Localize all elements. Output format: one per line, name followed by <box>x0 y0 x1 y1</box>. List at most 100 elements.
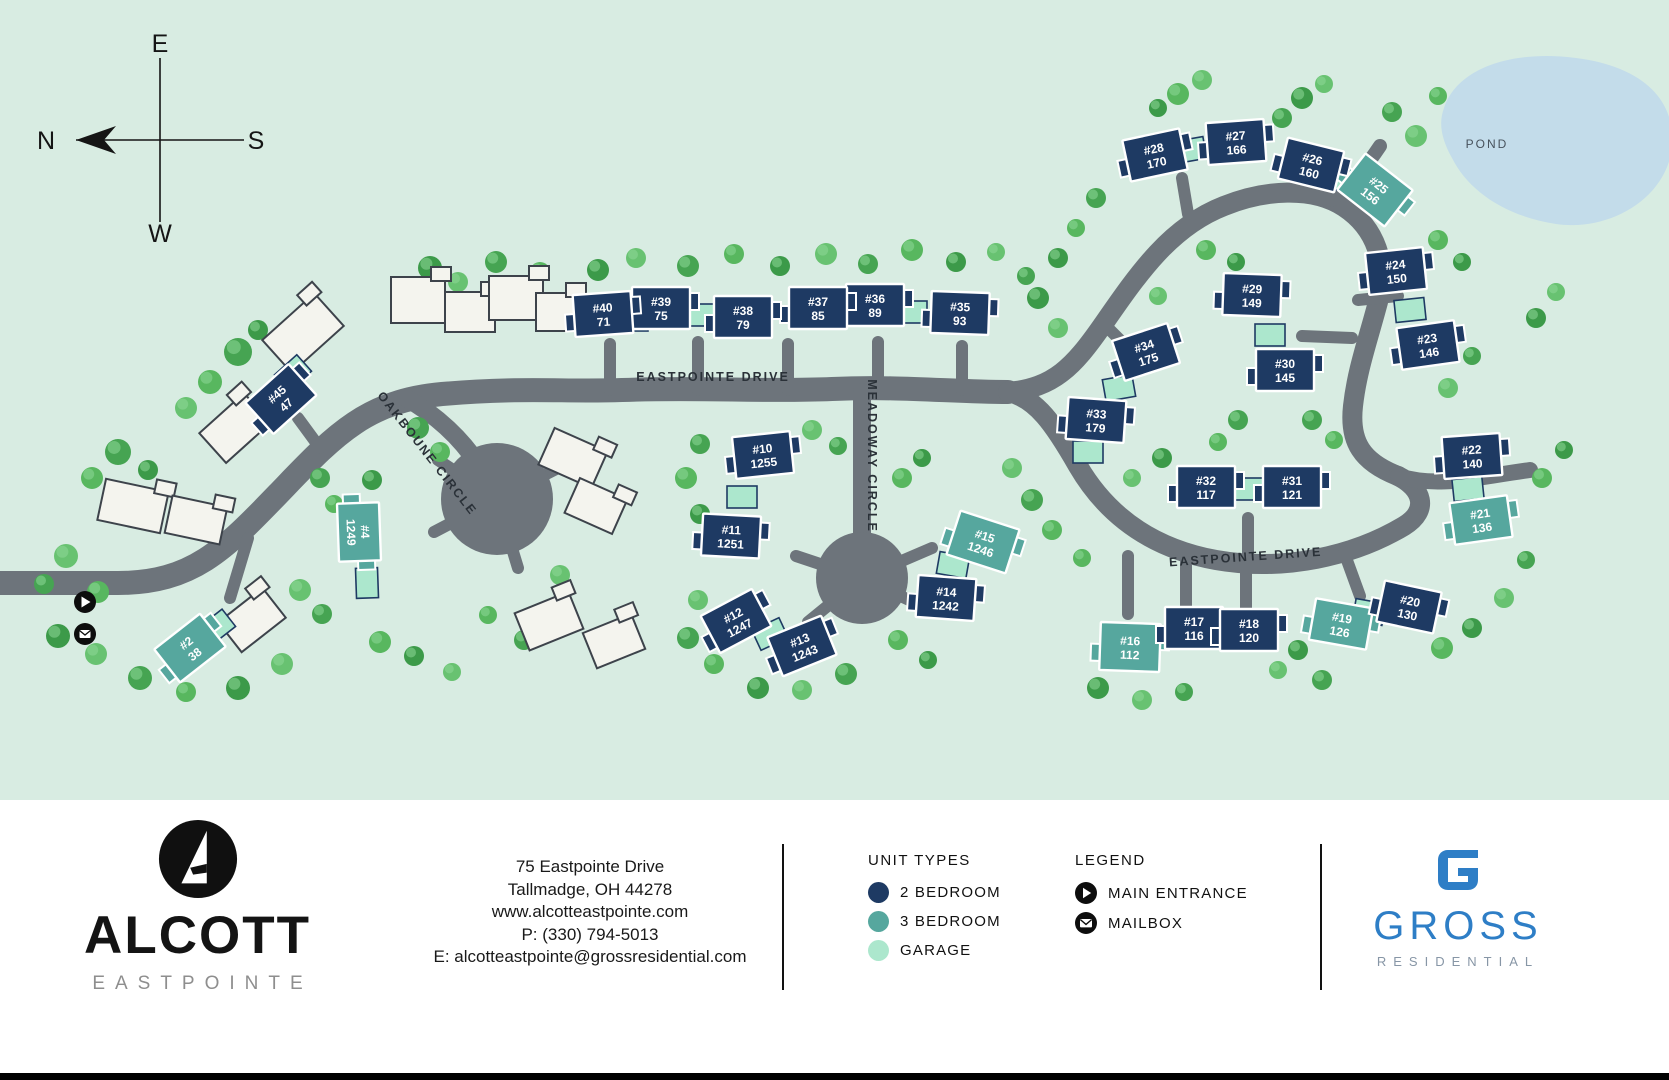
tree <box>198 370 222 394</box>
building-unit: 89 <box>868 306 882 320</box>
building-unit: 170 <box>1145 154 1168 172</box>
tree <box>1196 240 1216 260</box>
tree <box>1149 99 1167 117</box>
2-bedroom-label: 2 BEDROOM <box>900 884 1001 901</box>
tree <box>1123 469 1141 487</box>
building-unit: 126 <box>1329 623 1351 640</box>
garage <box>726 485 758 509</box>
building-unit: 149 <box>1241 296 1262 311</box>
building-number: #11 <box>721 523 741 538</box>
tree <box>913 449 931 467</box>
tree <box>1291 87 1313 109</box>
garage <box>1451 475 1485 503</box>
building-unit: 121 <box>1282 488 1302 502</box>
contact-address-line2: Tallmadge, OH 44278 <box>507 879 673 899</box>
compass-south: S <box>248 127 265 155</box>
building-unit: 1249 <box>344 519 359 546</box>
tree <box>1438 378 1458 398</box>
tree <box>747 677 769 699</box>
tree <box>1087 677 1109 699</box>
contact-website: www.alcotteastpointe.com <box>491 902 689 922</box>
tree <box>704 654 724 674</box>
building-unit: 160 <box>1298 164 1321 183</box>
building-number: #39 <box>651 295 671 309</box>
road-loop-south <box>998 382 1431 574</box>
gross-block: GROSS RESIDENTIAL <box>1358 846 1558 969</box>
unlabeled-building <box>260 280 346 375</box>
unit-type-3-bedroom: 3 BEDROOM <box>868 911 1001 932</box>
tree <box>835 663 857 685</box>
tree <box>1312 670 1332 690</box>
legend-heading: LEGEND <box>1075 852 1146 869</box>
building-unit: 179 <box>1085 420 1106 435</box>
building-unit: 1251 <box>717 536 745 551</box>
tree <box>1431 637 1453 659</box>
tree <box>1152 448 1172 468</box>
building-unit: 150 <box>1386 271 1408 287</box>
tree <box>485 251 507 273</box>
unit-types-heading: UNIT TYPES <box>868 852 971 869</box>
building-number: #26 <box>1301 150 1324 169</box>
building-unit: 140 <box>1462 456 1483 471</box>
tree <box>1132 690 1152 710</box>
building-number: #23 <box>1416 331 1438 348</box>
building-unit: 130 <box>1396 606 1419 624</box>
building-number: #14 <box>936 584 957 599</box>
tree <box>1048 248 1068 268</box>
building-number: #20 <box>1399 592 1422 610</box>
tree <box>1517 551 1535 569</box>
tree <box>1149 287 1167 305</box>
tree <box>675 467 697 489</box>
tree <box>1428 230 1448 250</box>
building-number: #17 <box>1184 615 1204 629</box>
tree <box>1042 520 1062 540</box>
brand-subtitle: EASTPOINTE <box>92 973 313 994</box>
oakboune-culdesac <box>441 443 553 555</box>
tree <box>310 468 330 488</box>
building-unit: 146 <box>1418 345 1440 362</box>
tree <box>1526 308 1546 328</box>
tree <box>226 676 250 700</box>
tree <box>430 442 450 462</box>
tree <box>362 470 382 490</box>
mailbox-label: MAILBOX <box>1108 914 1184 932</box>
tree <box>1227 253 1245 271</box>
legend-main-entrance: MAIN ENTRANCE <box>1075 882 1248 904</box>
buildings-layer: #238#41249#101255#111251#121247#131243#1… <box>153 117 1521 685</box>
tree <box>176 682 196 702</box>
tree <box>677 255 699 277</box>
tree <box>248 320 268 340</box>
garage-swatch <box>868 940 889 961</box>
tree <box>54 544 78 568</box>
pond-label: POND <box>1466 137 1509 151</box>
tree <box>1272 108 1292 128</box>
tree <box>587 259 609 281</box>
garage <box>354 566 380 600</box>
tree <box>815 243 837 265</box>
legend-section: LEGEND MAIN ENTRANCE MAILBOX <box>1075 852 1248 942</box>
building-number: #24 <box>1385 257 1407 273</box>
tree <box>34 574 54 594</box>
unit-type-2-bedroom: 2 BEDROOM <box>868 882 1001 903</box>
compass-arrow-icon <box>76 126 116 154</box>
building-2: #238 <box>153 611 227 685</box>
tree <box>271 653 293 675</box>
building-number: #19 <box>1331 609 1353 626</box>
tree <box>626 248 646 268</box>
tree <box>407 417 429 439</box>
garage <box>1072 440 1104 464</box>
compass-north: N <box>37 127 55 155</box>
building-number: #31 <box>1282 474 1302 488</box>
building-unit: 145 <box>1275 371 1295 385</box>
tree <box>1429 87 1447 105</box>
tree <box>175 397 197 419</box>
tree <box>1017 267 1035 285</box>
